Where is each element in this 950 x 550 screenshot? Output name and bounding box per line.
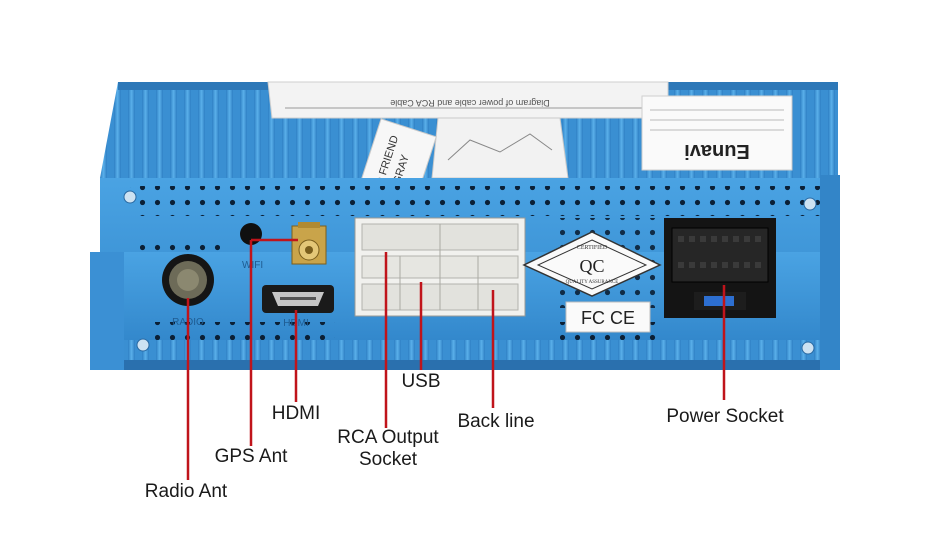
wifi-print: WIFI <box>242 260 263 271</box>
diagram-card <box>431 117 569 179</box>
label-power-socket: Power Socket <box>666 406 784 427</box>
qc-bottom: QUALITY ASSURANCE <box>566 280 619 285</box>
label-rca-output: RCA Output Socket <box>337 427 439 470</box>
cert-text: FC CE <box>581 308 635 328</box>
brand-text: Eunavi <box>684 140 750 162</box>
qc-badge: CERTIFIED QC QUALITY ASSURANCE <box>522 231 662 297</box>
label-gps-ant: GPS Ant <box>214 446 288 467</box>
label-hdmi: HDMI <box>271 403 321 424</box>
pointer-lines <box>186 238 726 480</box>
qc-main: QC <box>579 256 604 276</box>
gps-ant-port <box>291 222 327 265</box>
radio-ant-port: RADIO <box>162 254 214 328</box>
rca-connector-block <box>354 217 526 317</box>
label-radio-ant: Radio Ant <box>144 481 228 502</box>
label-usb: USB <box>401 371 441 392</box>
label-back-line: Back line <box>457 411 535 432</box>
diagram-sticker: Diagram of power cable and RCA Cable <box>267 81 669 119</box>
brand-label: Eunavi <box>641 95 793 171</box>
sticker-title: Diagram of power cable and RCA Cable <box>390 98 550 108</box>
power-pins <box>678 236 761 268</box>
power-socket <box>664 218 776 318</box>
screws <box>123 190 817 355</box>
qc-top: CERTIFIED <box>577 245 608 251</box>
cert-sticker: FC CE <box>565 301 651 333</box>
